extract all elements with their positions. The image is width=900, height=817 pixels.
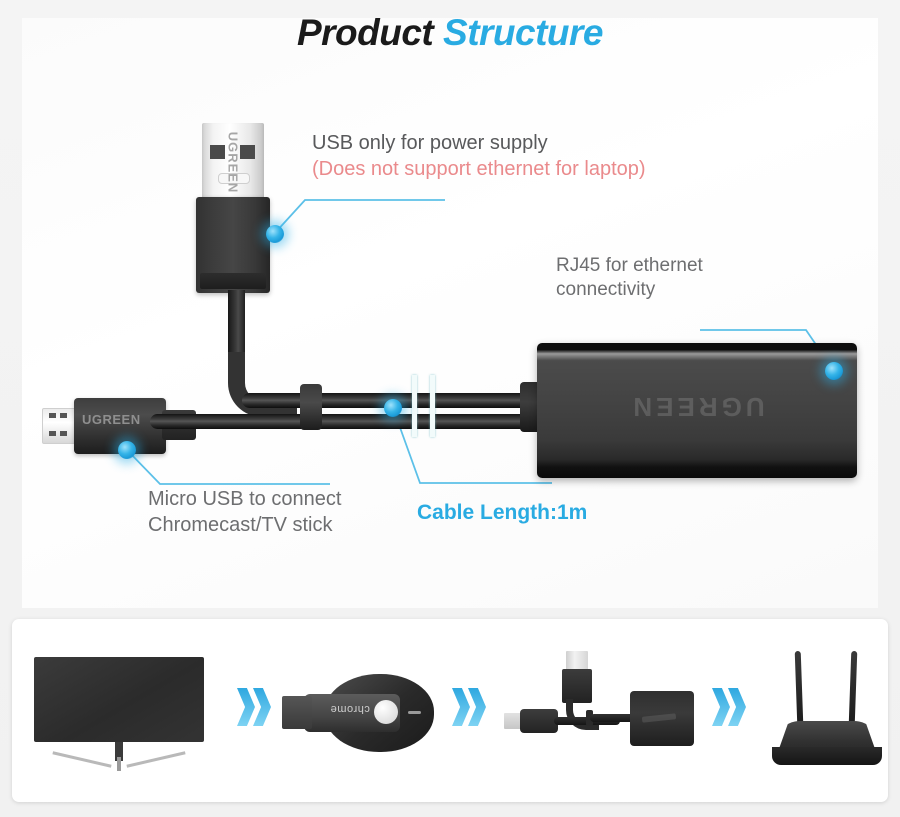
ethernet-adapter-illustration: [504, 651, 694, 766]
router-base: [772, 747, 882, 765]
ethernet-adapter-body: UGREEN: [537, 343, 857, 478]
flow-arrow-3-icon: [712, 684, 754, 730]
micro-usb-brand-label: UGREEN: [82, 412, 141, 427]
chromecast-port: [408, 711, 421, 714]
tv-stand-left-leg: [52, 751, 112, 768]
leader-line-micro-usb: [126, 449, 330, 485]
usb-a-metal-plug: [202, 123, 264, 200]
callout-cable-length-line1: Cable Length:1m: [417, 501, 588, 524]
flow-cable-clip: [586, 710, 593, 726]
tv-stand-neck: [115, 742, 123, 761]
flow-usb-a-housing: [562, 669, 592, 703]
flow-usb-a-tip: [566, 651, 588, 671]
usb-a-connector: UGREEN: [196, 123, 270, 303]
chromecast-illustration: chrome: [282, 674, 437, 752]
measure-tick-right: [430, 375, 435, 437]
usb-cable-vertical-segment: [228, 290, 245, 372]
callout-usb-power-line2: (Does not support ethernet for laptop): [312, 157, 646, 180]
wifi-router-illustration: [772, 650, 882, 766]
flow-arrow-2-icon: [452, 684, 494, 730]
chromecast-button: [374, 700, 398, 724]
callout-usb-power-line1: USB only for power supply: [312, 132, 548, 154]
leader-line-usb-power: [273, 199, 445, 235]
marker-dot-rj45: [825, 362, 843, 380]
marker-dot-cable-length: [384, 399, 402, 417]
chromecast-hdmi-plug: [282, 696, 312, 729]
router-antenna-right: [848, 650, 858, 726]
callout-micro-usb-line2: Chromecast/TV stick: [148, 513, 333, 536]
flow-arrow-1-icon: [237, 684, 279, 730]
callout-rj45-line1: RJ45 for ethernet: [556, 255, 703, 276]
page-title-part-structure: Structure: [443, 12, 604, 53]
cable-clip: [300, 384, 322, 430]
router-antenna-left: [794, 650, 804, 726]
callout-rj45-line2: connectivity: [556, 279, 656, 301]
tv-stand-center: [117, 757, 121, 771]
adapter-brand-label: UGREEN: [629, 392, 765, 422]
measure-tick-left: [412, 375, 417, 437]
page-title-part-product: Product: [296, 12, 444, 53]
connection-flow-card: chrome: [12, 619, 888, 802]
marker-dot-micro-usb: [118, 441, 136, 459]
callout-micro-usb-line1: Micro USB to connect: [148, 488, 342, 510]
usb-a-housing: [196, 197, 270, 293]
flow-micro-usb-housing: [520, 709, 558, 733]
chromecast-label: chrome: [330, 703, 370, 715]
tv-monitor-illustration: [34, 657, 204, 772]
callout-usb-power: USB only for power supply (Does not supp…: [312, 131, 646, 182]
usb-a-brand-label: UGREEN: [225, 131, 241, 194]
callout-rj45: RJ45 for ethernet connectivity: [556, 254, 703, 303]
callout-cable-length: Cable Length:1m: [417, 500, 587, 527]
flow-adapter-body: [630, 691, 694, 746]
cable-lower-strand: [150, 414, 547, 429]
tv-stand-right-leg: [126, 751, 186, 768]
callout-leader-lines: [126, 199, 835, 485]
callout-micro-usb: Micro USB to connect Chromecast/TV stick: [148, 487, 341, 538]
tv-screen: [34, 657, 204, 742]
connection-flow-diagram: chrome: [12, 619, 888, 802]
marker-dot-usb-power: [266, 225, 284, 243]
product-photo-stage: [22, 18, 878, 608]
flow-micro-usb-tip: [504, 713, 524, 729]
page-title: Product Structure: [0, 12, 900, 54]
flow-cable-right: [590, 714, 634, 722]
flow-usb-cable-curve: [566, 699, 599, 730]
leader-line-cable-length: [392, 407, 552, 484]
